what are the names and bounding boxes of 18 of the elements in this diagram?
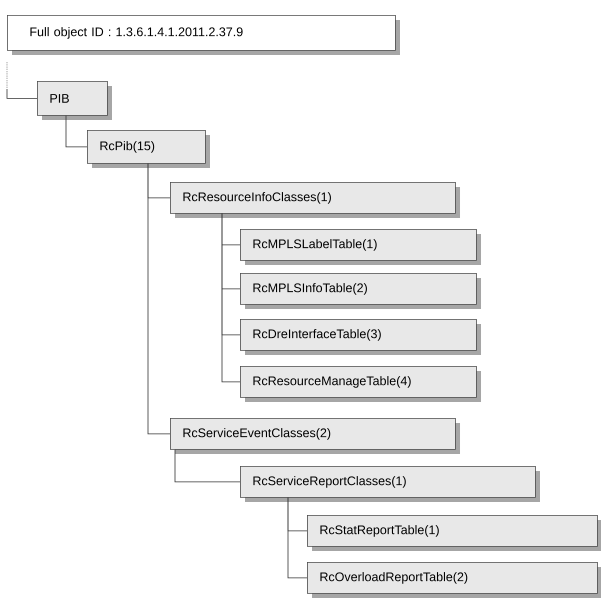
tree-box: RcMPLSLabelTable(1) [240, 229, 481, 265]
tree-box: RcServiceEventClasses(2) [170, 418, 460, 454]
tree-box: RcStatReportTable(1) [307, 515, 601, 551]
connector-line [148, 163, 170, 434]
tree-box: RcDreInterfaceTable(3) [240, 319, 481, 355]
tree-box: RcMPLSInfoTable(2) [240, 273, 481, 309]
connector-line [288, 497, 308, 578]
connector-line [222, 213, 240, 382]
connector-line [174, 449, 240, 482]
tree-box: RcResourceInfoClasses(1) [170, 182, 460, 218]
tree-box: RcServiceReportClasses(1) [240, 466, 540, 502]
tree-box: RcPib(15) [87, 130, 210, 168]
id-box: Full object ID : 1.3.6.1.4.1.2011.2.37.9 [7, 15, 400, 55]
tree-box: PIB [37, 81, 112, 120]
connector-line [6, 88, 38, 99]
tree-box: RcOverloadReportTable(2) [307, 562, 601, 598]
tree-box: RcResourceManageTable(4) [240, 366, 481, 402]
connector-line [66, 115, 88, 148]
